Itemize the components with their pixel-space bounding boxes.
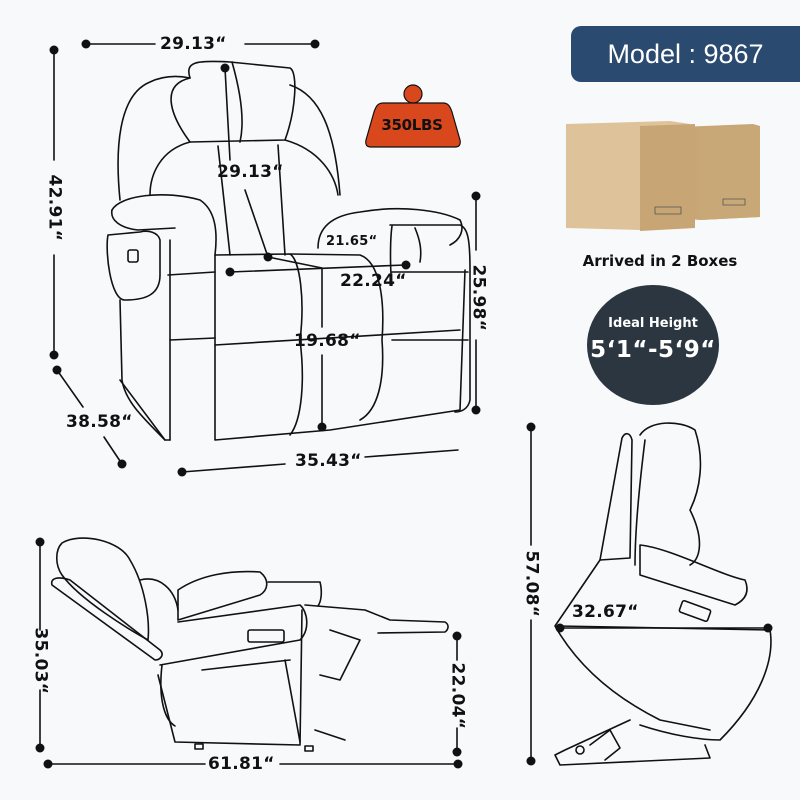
overall-width-label: 29.13“ — [160, 34, 227, 54]
front-view-dimension-lines — [49, 39, 481, 477]
depth-label: 38.58“ — [66, 412, 133, 432]
seat-width-label: 22.24“ — [340, 271, 407, 291]
shipping-caption: Arrived in 2 Boxes — [582, 252, 738, 270]
base-width-label: 35.43“ — [295, 451, 362, 471]
weight-capacity-label: 350LBS — [381, 116, 443, 134]
ideal-height-range: 5‘1“-5‘9“ — [590, 337, 716, 363]
model-badge: Model : 9867 — [571, 26, 800, 82]
reclined-height-label: 35.03“ — [30, 627, 51, 695]
arm-height-label: 25.98“ — [468, 264, 489, 332]
ideal-height-badge: Ideal Height 5‘1“-5‘9“ — [587, 285, 719, 405]
shipping-boxes-icon — [566, 121, 760, 231]
back-height-label: 29.13“ — [217, 162, 284, 182]
lift-seat-span-label: 32.67“ — [572, 602, 639, 622]
overall-height-label: 42.91“ — [44, 174, 65, 242]
lift-view-chair-drawing — [554, 422, 772, 766]
seat-height-label: 19.68“ — [294, 331, 361, 351]
ideal-height-title: Ideal Height — [608, 316, 698, 331]
weight-icon — [365, 84, 461, 148]
reclined-length-label: 61.81“ — [208, 754, 275, 774]
reclined-dimension-lines — [35, 537, 463, 769]
footrest-height-label: 22.04“ — [447, 662, 468, 730]
reclined-view-chair-drawing — [50, 537, 449, 752]
lift-height-label: 57.08“ — [521, 550, 542, 618]
lift-dimension-lines — [526, 422, 773, 766]
seat-depth-label: 21.65“ — [326, 234, 378, 249]
